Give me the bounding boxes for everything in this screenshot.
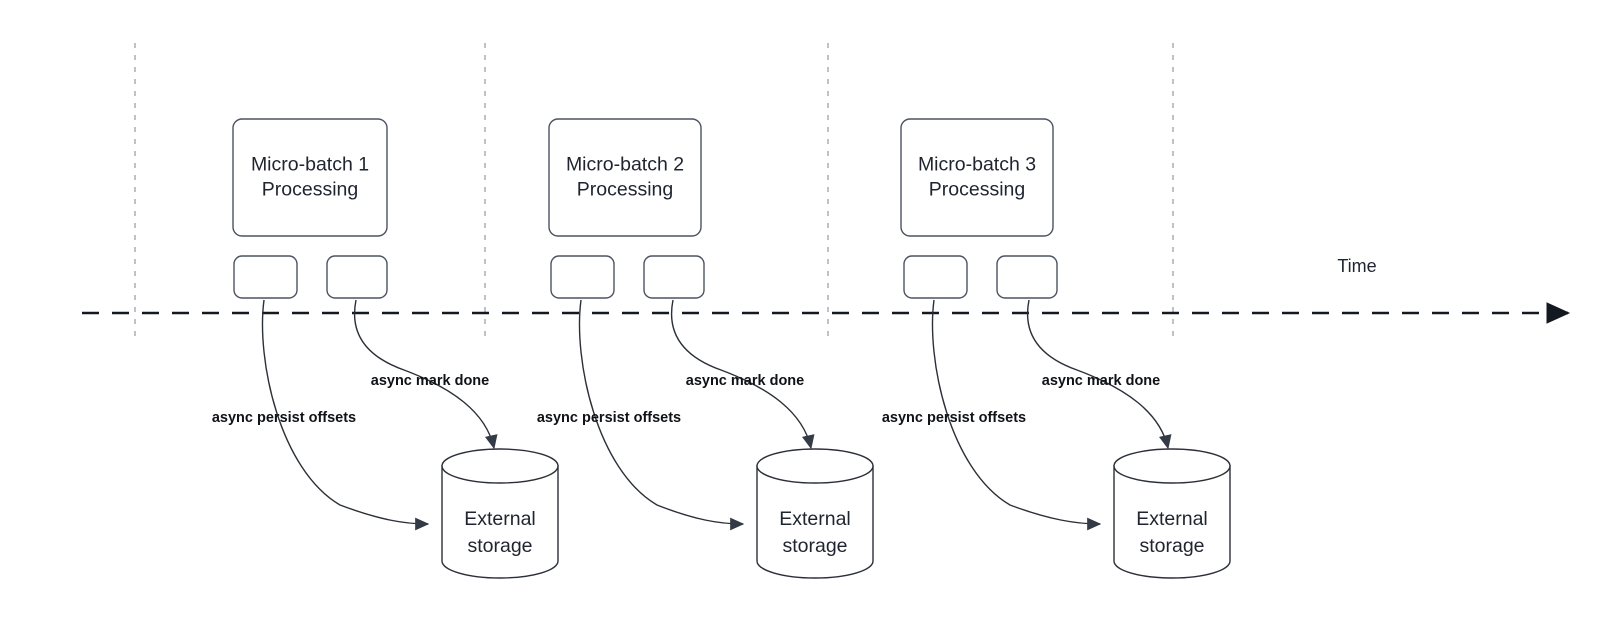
persist-offsets-task-box[interactable] (903, 255, 968, 299)
async-persist-offsets-edge (931, 299, 1102, 531)
micro-batch-process-box[interactable] (548, 118, 702, 237)
micro-batch-process-label-line1: Micro-batch 3 (918, 154, 1036, 176)
async-persist-offsets-edge (578, 299, 745, 531)
external-storage-cylinder-top (756, 448, 874, 484)
async-persist-offsets-edge-label: async persist offsets (537, 410, 681, 426)
external-storage-label-line1: External (464, 508, 536, 530)
external-storage-cylinder-body[interactable] (1113, 465, 1231, 579)
external-storage-cylinder-body[interactable] (756, 465, 874, 579)
mark-done-task-box[interactable] (996, 255, 1058, 299)
timeline-group: Time (82, 256, 1571, 324)
external-storage-label-line1: External (779, 508, 851, 530)
external-storage-label-line2: storage (782, 535, 847, 557)
async-persist-offsets-edge-label: async persist offsets (882, 410, 1026, 426)
micro-batch-groups-layer: Micro-batch 1 Processing async persist off… (212, 118, 1231, 579)
timeline-tick-group (134, 43, 1174, 341)
external-storage-label-line2: storage (1139, 535, 1204, 557)
micro-batch-process-label-line1: Micro-batch 2 (566, 154, 684, 176)
external-storage-cylinder-top (1113, 448, 1231, 484)
persist-offsets-task-box[interactable] (550, 255, 615, 299)
async-mark-done-edge (1026, 299, 1172, 450)
mark-done-task-box[interactable] (643, 255, 705, 299)
external-storage-cylinder-top (441, 448, 559, 484)
micro-batch-process-box[interactable] (232, 118, 388, 237)
external-storage-label-line1: External (1136, 508, 1208, 530)
async-mark-done-edge-label: async mark done (371, 373, 489, 389)
micro-batch-group-1: Micro-batch 1 Processing async persist off… (212, 118, 559, 579)
micro-batch-group-3: Micro-batch 3 Processing async persist off… (882, 118, 1231, 579)
micro-batch-process-label-line2: Processing (929, 179, 1025, 201)
async-mark-done-edge (670, 299, 815, 450)
async-mark-done-edge-label: async mark done (686, 373, 804, 389)
async-mark-done-edge-label: async mark done (1042, 373, 1160, 389)
micro-batch-group-2: Micro-batch 2 Processing async persist off… (537, 118, 874, 579)
micro-batch-process-box[interactable] (900, 118, 1054, 237)
micro-batch-process-label-line2: Processing (577, 179, 673, 201)
time-axis-label: Time (1337, 256, 1376, 276)
external-storage-cylinder-body[interactable] (441, 465, 559, 579)
micro-batch-process-label-line2: Processing (262, 179, 358, 201)
mark-done-task-box[interactable] (326, 255, 388, 299)
micro-batch-process-label-line1: Micro-batch 1 (251, 154, 369, 176)
persist-offsets-task-box[interactable] (233, 255, 298, 299)
async-persist-offsets-edge-label: async persist offsets (212, 410, 356, 426)
async-persist-offsets-edge (261, 299, 430, 531)
async-mark-done-edge (353, 299, 498, 450)
external-storage-label-line2: storage (467, 535, 532, 557)
